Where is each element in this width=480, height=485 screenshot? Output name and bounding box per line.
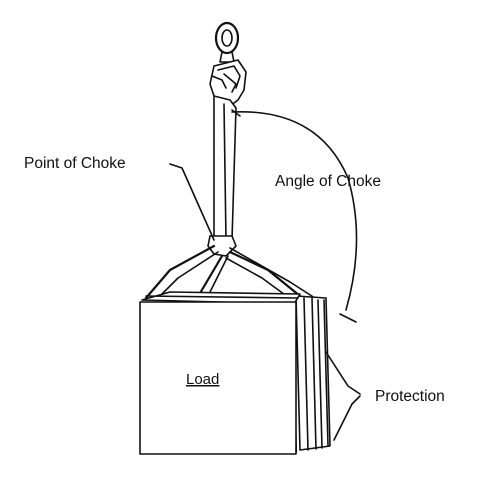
protection-label: Protection [375,388,445,405]
protection-pads [290,295,331,454]
crane-hook-icon [209,21,247,107]
sling-upper [213,95,237,245]
point-of-choke-label: Point of Choke [24,155,126,172]
load-box [139,291,301,455]
angle-of-choke-label: Angle of Choke [275,173,381,190]
choke-knot [207,235,237,257]
angle-arc [231,109,358,323]
load-label: Load [186,371,219,388]
leader-lines [169,163,361,441]
